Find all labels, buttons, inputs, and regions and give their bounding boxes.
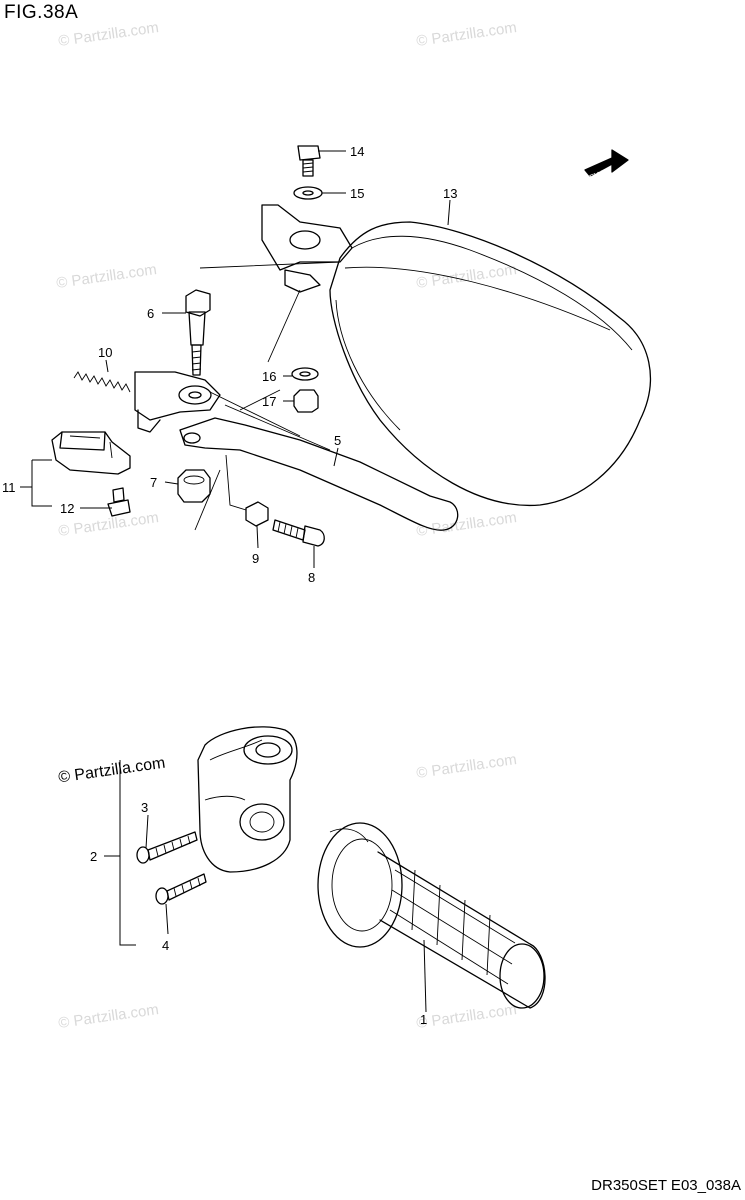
nut-7 bbox=[177, 469, 211, 503]
callout-7: 7 bbox=[150, 475, 157, 490]
callout-9: 9 bbox=[252, 551, 259, 566]
switch-11 bbox=[51, 431, 131, 475]
callout-12: 12 bbox=[60, 501, 74, 516]
leader-lines bbox=[20, 150, 451, 1013]
callout-11: 11 bbox=[2, 480, 16, 495]
collar-9 bbox=[245, 501, 269, 527]
callout-3: 3 bbox=[141, 800, 148, 815]
callout-15: 15 bbox=[350, 186, 364, 201]
forward-arrow-icon: FWD bbox=[584, 149, 629, 183]
screw-4 bbox=[155, 873, 207, 905]
washer-15 bbox=[293, 186, 323, 200]
spring-10 bbox=[73, 371, 131, 393]
callout-1: 1 bbox=[420, 1012, 427, 1027]
nut-17 bbox=[293, 389, 319, 413]
callout-labels: 14 15 13 6 10 16 17 5 7 11 12 9 8 3 2 4 … bbox=[2, 144, 457, 1027]
callout-17: 17 bbox=[262, 394, 276, 409]
callout-14: 14 bbox=[350, 144, 364, 159]
callout-2: 2 bbox=[90, 849, 97, 864]
diagram-code: DR350SET E03_038A bbox=[591, 1177, 741, 1194]
figure-title: FIG.38A bbox=[4, 2, 79, 23]
callout-8: 8 bbox=[308, 570, 315, 585]
grip-holder-2 bbox=[197, 726, 298, 873]
pivot-bolt-6 bbox=[185, 289, 211, 376]
callout-13: 13 bbox=[443, 186, 457, 201]
bolt-14 bbox=[297, 145, 321, 177]
callout-5: 5 bbox=[334, 433, 341, 448]
hand-guard bbox=[261, 204, 652, 507]
callout-10: 10 bbox=[98, 345, 112, 360]
grip-1 bbox=[317, 822, 546, 1009]
screw-12 bbox=[107, 487, 131, 517]
washer-16 bbox=[291, 367, 319, 381]
bolt-8 bbox=[272, 519, 325, 547]
callout-4: 4 bbox=[162, 938, 169, 953]
callout-6: 6 bbox=[147, 306, 154, 321]
lever-5 bbox=[134, 371, 459, 531]
callout-16: 16 bbox=[262, 369, 276, 384]
screw-3 bbox=[136, 831, 198, 864]
